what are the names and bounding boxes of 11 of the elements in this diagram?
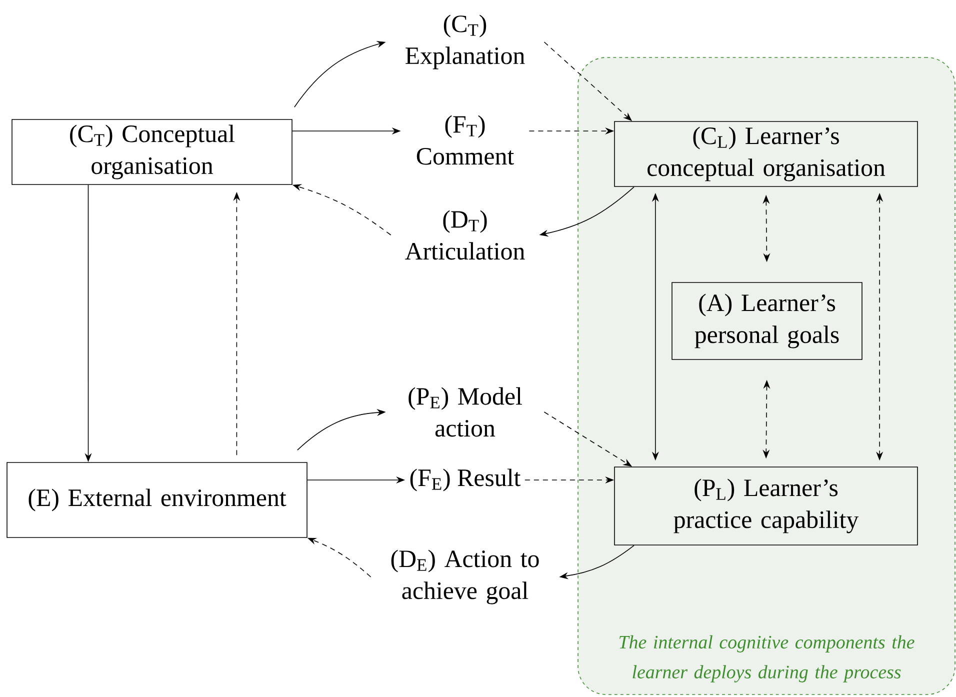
text-label: (F$_{E}$) Result [410, 468, 521, 492]
concept-box: (E) External environment [6, 462, 308, 538]
concept-box: (P$_{L}$) Learner’s practice capability [614, 466, 918, 546]
text-label: (C$_{T}$) Explanation [406, 14, 525, 70]
text-label: (F$_{T}$) Comment [416, 115, 514, 165]
text-label: (D$_{E}$) Action to achieve goal [391, 550, 539, 604]
text-label: (D$_{T}$) Articulation [405, 210, 525, 260]
concept-box: (A) Learner’s personal goals [672, 282, 862, 360]
concept-box: (C$_{L}$) Learner’s conceptual organisation [614, 121, 918, 187]
concept-box: (C$_{T}$) Conceptual organisation [12, 119, 292, 185]
text-label: (P$_{E}$) Model action [408, 387, 522, 437]
